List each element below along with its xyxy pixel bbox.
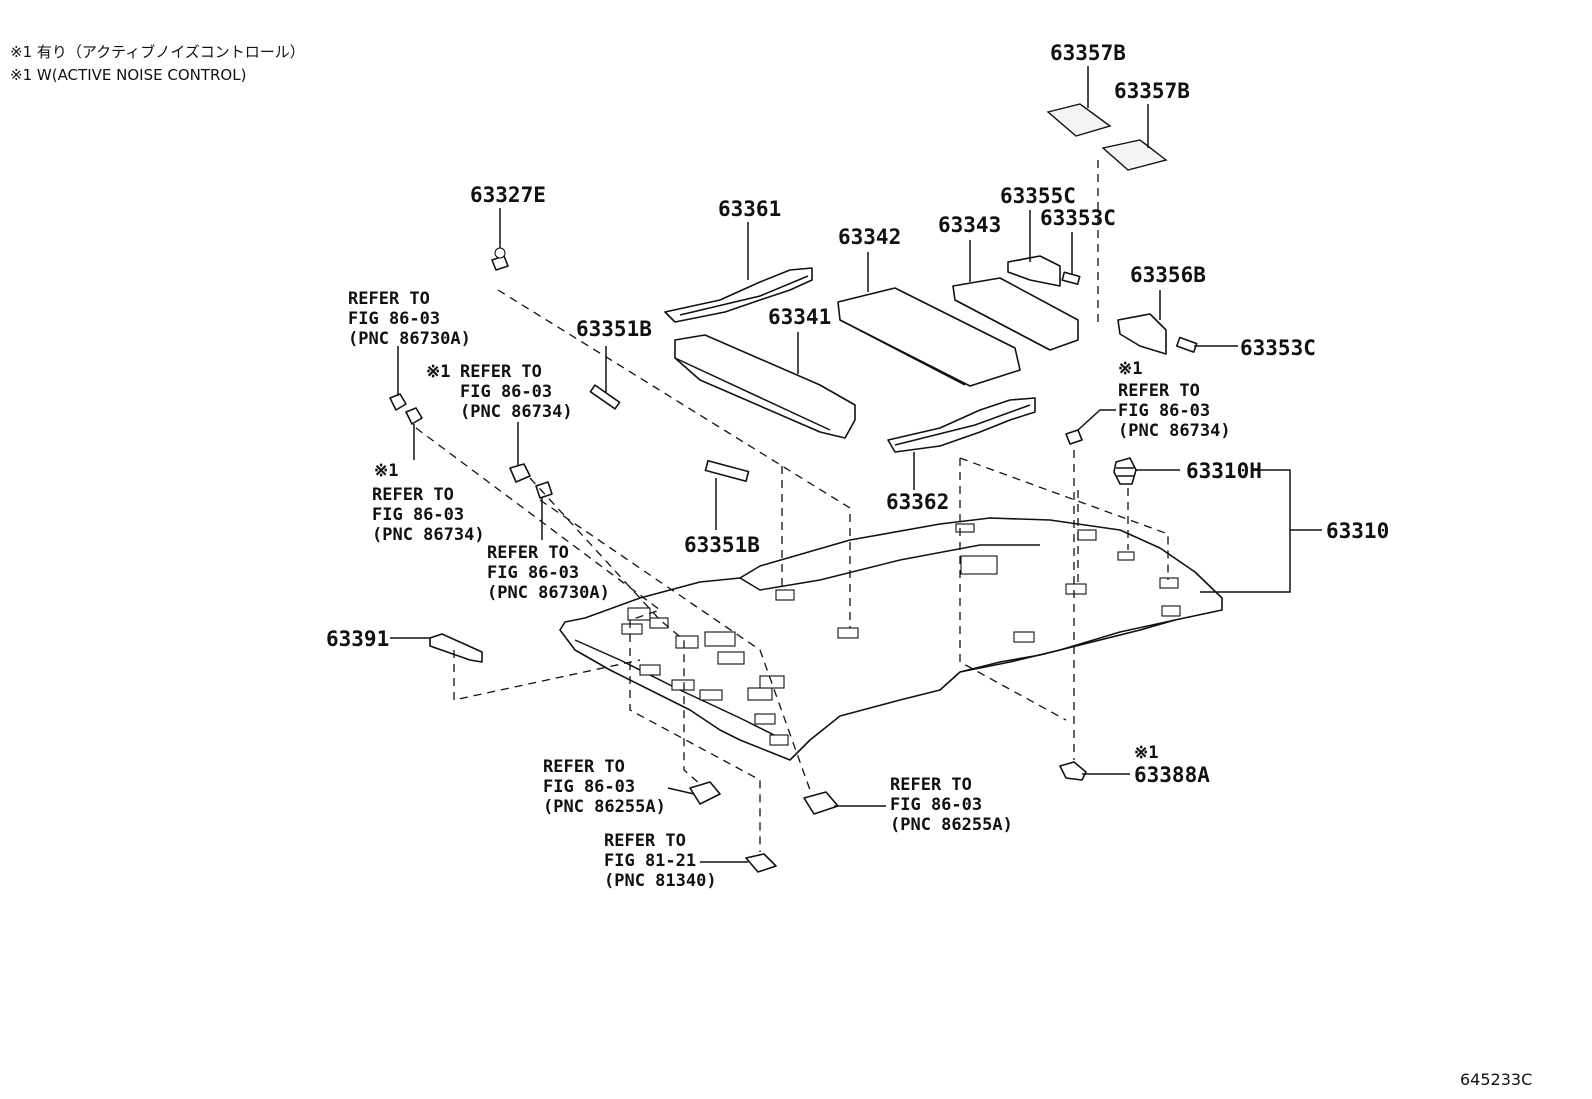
- refer-fig: FIG 86-03: [348, 309, 440, 329]
- label-63310h: 63310H: [1186, 459, 1262, 483]
- label-63342: 63342: [838, 225, 901, 249]
- clip-63310h: [1113, 457, 1137, 485]
- clip-63353c-top: [1061, 271, 1081, 285]
- refer-block-7: REFER TO FIG 86-03 (PNC 86255A): [890, 775, 1013, 835]
- refer-pnc: (PNC 86730A): [348, 329, 471, 349]
- refer-block-1: REFER TO FIG 86-03 (PNC 86730A): [348, 289, 471, 349]
- label-63343: 63343: [938, 213, 1001, 237]
- refer-block-8: REFER TO FIG 81-21 (PNC 81340): [604, 831, 717, 891]
- refer-pnc: (PNC 81340): [604, 871, 717, 891]
- bracket-63391: [429, 633, 483, 663]
- headliner-63310: [559, 517, 1223, 761]
- clip-ref2: [405, 407, 423, 425]
- refer-block-3: ※1 REFER TO FIG 86-03 (PNC 86734): [372, 461, 485, 545]
- refer-fig: FIG 86-03: [460, 382, 552, 402]
- strip-63351b-top: [589, 384, 621, 410]
- refer-block-2: ※1 REFER TO FIG 86-03 (PNC 86734): [426, 362, 573, 422]
- block-63355c: [1007, 255, 1061, 287]
- refer-mark: ※1: [1118, 359, 1142, 379]
- refer-fig: FIG 86-03: [487, 563, 579, 583]
- label-63353c-right: 63353C: [1240, 336, 1316, 360]
- clip-ref1: [389, 393, 407, 411]
- refer-pnc: (PNC 86730A): [487, 583, 610, 603]
- clip-63353c-right: [1175, 336, 1198, 353]
- panel-63343: [952, 277, 1079, 351]
- note-english: ※1 W(ACTIVE NOISE CONTROL): [10, 66, 246, 84]
- lamp-86255a-left: [689, 781, 721, 805]
- clip-ref5: [1065, 429, 1083, 445]
- part-81340: [745, 853, 777, 873]
- refer-fig: FIG 86-03: [1118, 401, 1210, 421]
- bracket-63388a: [1059, 761, 1087, 781]
- label-63351b-top: 63351B: [576, 317, 652, 341]
- clip-ref3: [509, 463, 531, 483]
- refer-block-4: REFER TO FIG 86-03 (PNC 86730A): [487, 543, 610, 603]
- label-63357b-top: 63357B: [1050, 41, 1126, 65]
- refer-block-6: REFER TO FIG 86-03 (PNC 86255A): [543, 757, 666, 817]
- refer-line: REFER TO: [487, 543, 569, 563]
- rail-63361: [664, 267, 813, 323]
- refer-pnc: (PNC 86734): [460, 402, 573, 422]
- lamp-86255a-right: [803, 791, 839, 815]
- panel-63342: [837, 287, 1021, 387]
- label-63327e: 63327E: [470, 183, 546, 207]
- dashed-guides: [415, 160, 1169, 852]
- pad-63357b-top: [1046, 103, 1112, 137]
- refer-block-5: ※1 REFER TO FIG 86-03 (PNC 86734): [1118, 359, 1231, 441]
- figure-id: 645233C: [1460, 1070, 1532, 1089]
- refer-line: REFER TO: [1118, 381, 1200, 401]
- refer-fig: FIG 86-03: [543, 777, 635, 797]
- refer-line: REFER TO: [890, 775, 972, 795]
- refer-line: REFER TO: [348, 289, 430, 309]
- refer-pnc: (PNC 86734): [372, 525, 485, 545]
- block-63356b: [1117, 313, 1167, 355]
- pad-63357b: [1101, 139, 1168, 171]
- clip-ref4: [535, 481, 553, 499]
- label-63357b: 63357B: [1114, 79, 1190, 103]
- label-63355c: 63355C: [1000, 184, 1076, 208]
- refer-line: REFER TO: [543, 757, 625, 777]
- refer-line: REFER TO: [604, 831, 686, 851]
- refer-fig: FIG 86-03: [890, 795, 982, 815]
- label-63388a-mark: ※1: [1134, 743, 1158, 763]
- panel-63341: [674, 334, 856, 439]
- leader-lines: [390, 66, 1322, 863]
- note-japanese: ※1 有り（アクティブノイズコントロール）: [10, 43, 305, 61]
- strip-63351b-bottom: [704, 459, 750, 483]
- refer-fig: FIG 86-03: [372, 505, 464, 525]
- label-63351b-bottom: 63351B: [684, 533, 760, 557]
- label-63356b: 63356B: [1130, 263, 1206, 287]
- label-63310: 63310: [1326, 519, 1389, 543]
- refer-mark: ※1: [374, 461, 398, 481]
- label-63361: 63361: [718, 197, 781, 221]
- label-63353c-top: 63353C: [1040, 206, 1116, 230]
- refer-line: REFER TO: [460, 362, 542, 382]
- label-63362: 63362: [886, 490, 949, 514]
- refer-fig: FIG 81-21: [604, 851, 696, 871]
- label-63341: 63341: [768, 305, 831, 329]
- label-63391: 63391: [326, 627, 389, 651]
- refer-mark: ※1: [426, 362, 450, 382]
- clip-63327e: [491, 247, 509, 271]
- rail-63362: [887, 397, 1036, 453]
- label-63388a: 63388A: [1134, 763, 1210, 787]
- refer-pnc: (PNC 86255A): [543, 797, 666, 817]
- refer-pnc: (PNC 86734): [1118, 421, 1231, 441]
- refer-line: REFER TO: [372, 485, 454, 505]
- refer-pnc: (PNC 86255A): [890, 815, 1013, 835]
